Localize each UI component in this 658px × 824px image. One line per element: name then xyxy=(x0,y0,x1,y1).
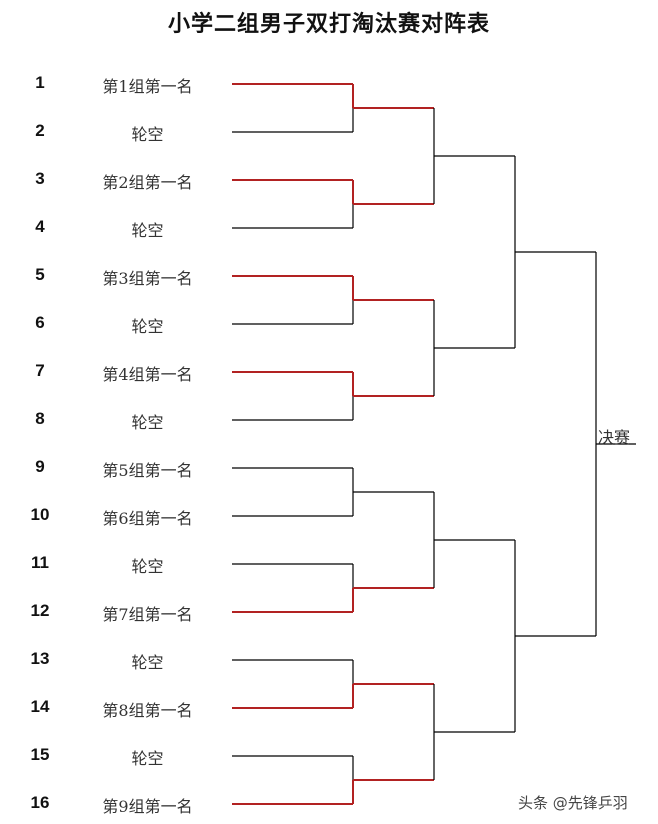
seed-number: 12 xyxy=(30,601,50,620)
page-title: 小学二组男子双打淘汰赛对阵表 xyxy=(167,11,490,37)
seed-number: 3 xyxy=(35,169,45,188)
seed-number: 5 xyxy=(35,265,45,284)
watermark: 头条 @先锋乒羽 xyxy=(518,794,628,812)
player-name: 轮空 xyxy=(131,749,164,768)
seed-number: 15 xyxy=(30,745,50,764)
seed-number: 11 xyxy=(31,553,49,572)
player-name: 轮空 xyxy=(131,221,164,240)
final-label: 决赛 xyxy=(598,428,631,447)
player-name: 第7组第一名 xyxy=(102,605,193,624)
seed-number: 13 xyxy=(30,649,50,668)
player-name: 第5组第一名 xyxy=(102,461,193,480)
player-name: 第2组第一名 xyxy=(102,173,193,192)
player-name: 第1组第一名 xyxy=(102,77,193,96)
player-name: 第8组第一名 xyxy=(102,701,193,720)
player-name: 轮空 xyxy=(131,317,164,336)
seed-number: 16 xyxy=(30,793,50,812)
player-name: 轮空 xyxy=(131,125,164,144)
player-name: 轮空 xyxy=(131,557,164,576)
seed-number: 1 xyxy=(35,73,45,92)
seed-number: 6 xyxy=(35,313,45,332)
player-name: 第9组第一名 xyxy=(102,797,193,816)
seed-number: 2 xyxy=(35,121,45,140)
seed-number: 7 xyxy=(35,361,45,380)
seed-number: 9 xyxy=(35,457,45,476)
seed-number: 14 xyxy=(30,697,50,716)
seed-number: 8 xyxy=(35,409,45,428)
player-name: 轮空 xyxy=(131,413,164,432)
player-name: 第6组第一名 xyxy=(102,509,193,528)
seed-number: 4 xyxy=(35,217,45,236)
seed-number: 10 xyxy=(30,505,50,524)
player-name: 轮空 xyxy=(131,653,164,672)
player-name: 第3组第一名 xyxy=(102,269,193,288)
player-name: 第4组第一名 xyxy=(102,365,193,384)
